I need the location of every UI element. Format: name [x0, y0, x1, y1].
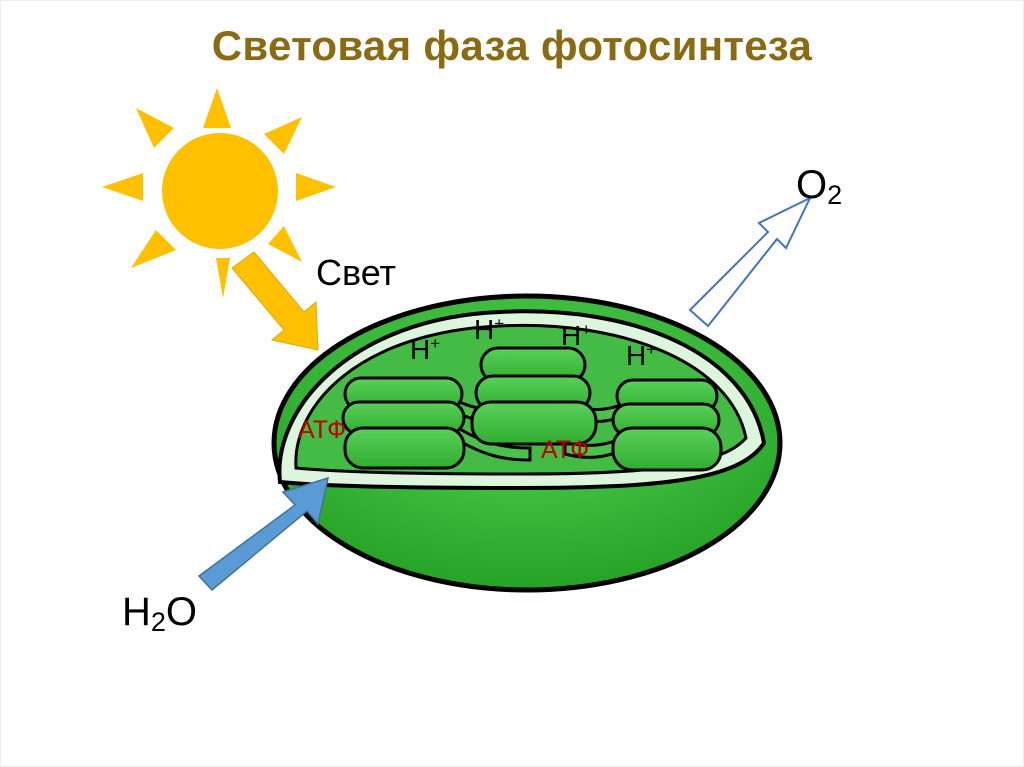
label-atp: АТФ	[298, 416, 347, 444]
oxygen-arrow	[688, 195, 813, 328]
label-oxygen: O2	[796, 163, 843, 210]
label-proton: H+	[474, 314, 505, 345]
sun-icon	[102, 88, 336, 298]
label-water: H2O	[122, 590, 198, 637]
chloroplast	[271, 293, 783, 593]
granum-right	[611, 378, 723, 472]
label-atp: АТФ	[541, 436, 590, 464]
label-proton: H+	[561, 320, 592, 351]
water-arrow	[197, 476, 330, 592]
label-proton: H+	[626, 340, 657, 371]
label-proton: H+	[410, 334, 441, 365]
granum-left	[341, 376, 466, 470]
label-light: Свет	[316, 252, 397, 293]
granum-center	[470, 346, 598, 446]
slide-title: Световая фаза фотосинтеза	[211, 22, 813, 69]
light-arrow	[231, 251, 319, 351]
